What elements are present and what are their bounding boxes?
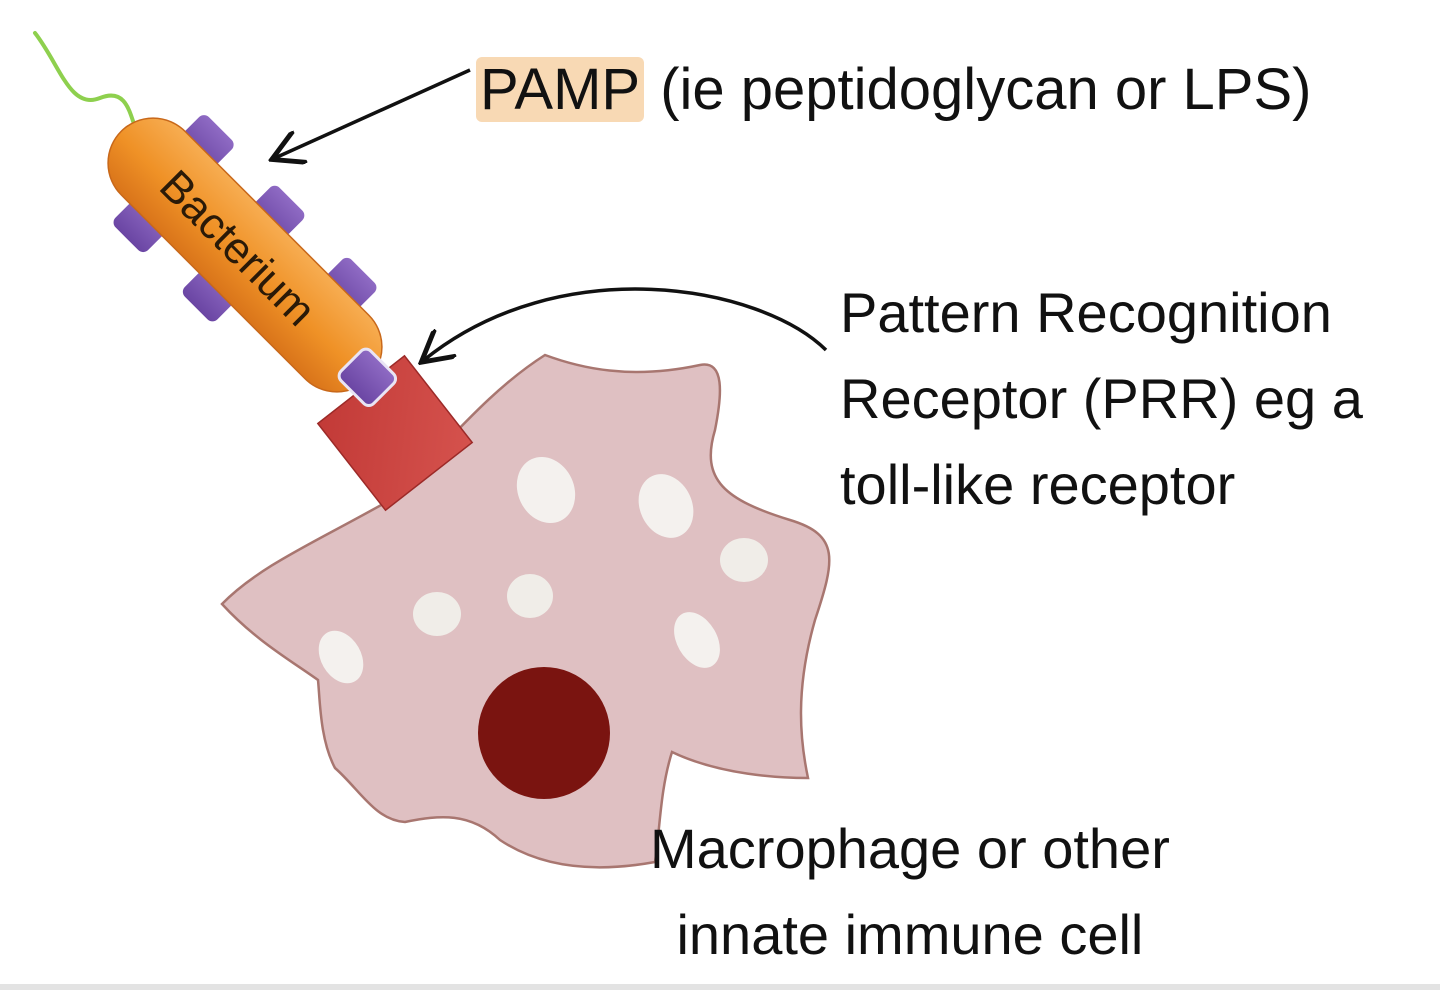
prr-arrow xyxy=(424,287,828,360)
vacuole xyxy=(720,538,768,582)
vacuole xyxy=(674,612,720,668)
vacuole xyxy=(638,474,694,538)
bottom-divider xyxy=(0,984,1440,990)
prr-label-line: toll-like receptor xyxy=(840,453,1236,516)
bacterium: Bacterium xyxy=(107,115,398,408)
vacuole xyxy=(318,630,364,684)
pamp-description: (ie peptidoglycan or LPS) xyxy=(644,57,1312,122)
vacuole xyxy=(507,574,553,618)
pamp-marker xyxy=(337,347,398,408)
macrophage-label: Macrophage or other innate immune cell xyxy=(650,806,1170,978)
pamp-label: PAMP (ie peptidoglycan or LPS) xyxy=(476,47,1311,133)
pamp-arrow xyxy=(275,68,471,158)
macrophage-label-line: Macrophage or other xyxy=(650,817,1170,880)
prr-label: Pattern Recognition Receptor (PRR) eg a … xyxy=(840,270,1363,528)
pamp-term: PAMP xyxy=(476,57,645,122)
prr-label-line: Pattern Recognition xyxy=(840,281,1332,344)
nucleus xyxy=(478,667,610,799)
flagellum xyxy=(33,31,142,142)
vacuole xyxy=(516,456,576,524)
vacuole xyxy=(413,592,461,636)
macrophage-label-line: innate immune cell xyxy=(676,903,1144,966)
prr-label-line: Receptor (PRR) eg a xyxy=(840,367,1363,430)
